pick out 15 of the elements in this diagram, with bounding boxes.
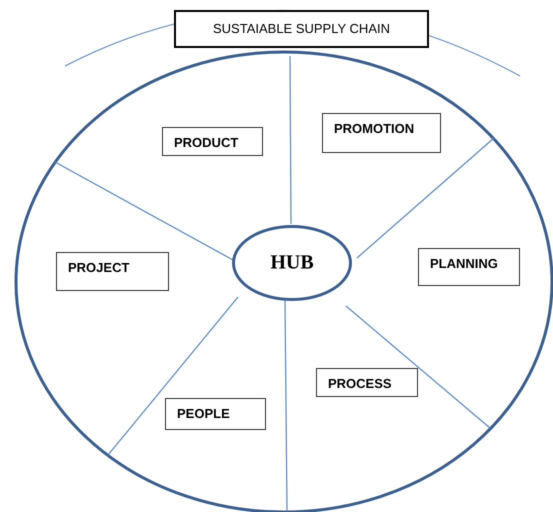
segment-label: PROMOTION: [334, 121, 414, 136]
label-box: [322, 113, 441, 153]
segment-label: PLANNING: [430, 256, 498, 271]
title-box: [174, 10, 429, 48]
label-box: [56, 252, 169, 291]
segment-label: PEOPLE: [177, 406, 230, 421]
label-box: [165, 398, 266, 430]
label-box: [316, 368, 418, 397]
label-box: [418, 248, 520, 286]
segment-label: PROCESS: [328, 376, 392, 391]
segment-label: PROJECT: [68, 260, 130, 275]
segment-label: PRODUCT: [174, 135, 238, 150]
hub-label: HUB: [270, 252, 314, 274]
title-text: SUSTAIABLE SUPPLY CHAIN: [212, 21, 391, 36]
label-box: [162, 127, 263, 156]
